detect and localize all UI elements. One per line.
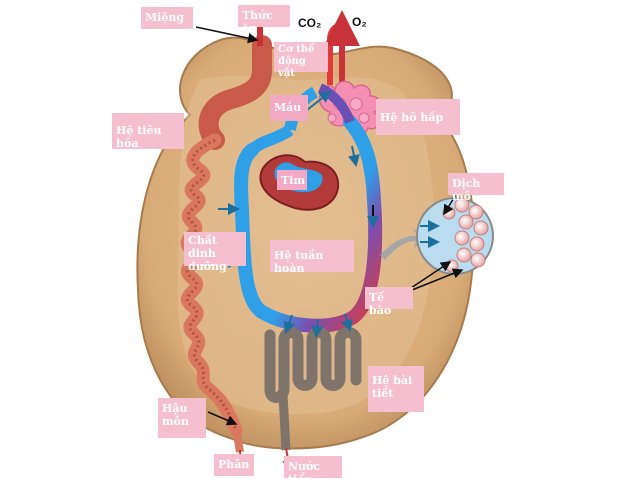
label-urine: Nước tiểu bbox=[284, 456, 342, 479]
label-blood: Máu bbox=[270, 95, 308, 121]
respiratory-tubes bbox=[324, 10, 360, 85]
label-nutrients: Chất dinh dưỡng bbox=[184, 232, 246, 273]
label-digestive-system: Hệ tiêu hóa bbox=[112, 113, 184, 150]
label-respiratory-system: Hệ hô hấp bbox=[376, 99, 460, 135]
flow-arrows bbox=[218, 90, 379, 338]
label-cell: Tế bào bbox=[365, 287, 413, 317]
digestive-system bbox=[180, 35, 272, 470]
label-food: Thức ăn bbox=[238, 5, 290, 35]
label-o2: O₂ bbox=[352, 15, 367, 29]
tissue-zoom bbox=[416, 197, 494, 275]
label-animal-body: Cơ thể động vật bbox=[274, 42, 328, 79]
label-circulatory-system: Hệ tuần hoàn bbox=[270, 240, 354, 275]
label-anus: Hậu môn bbox=[158, 398, 206, 438]
label-co2: CO₂ bbox=[298, 16, 322, 30]
label-tissue-fluid: Dịch mô bbox=[448, 173, 504, 203]
label-mouth: Miệng bbox=[141, 7, 193, 29]
label-feces: Phân bbox=[214, 454, 254, 476]
label-excretory-system: Hệ bài tiết bbox=[368, 366, 424, 412]
label-heart: Tim bbox=[277, 170, 307, 190]
